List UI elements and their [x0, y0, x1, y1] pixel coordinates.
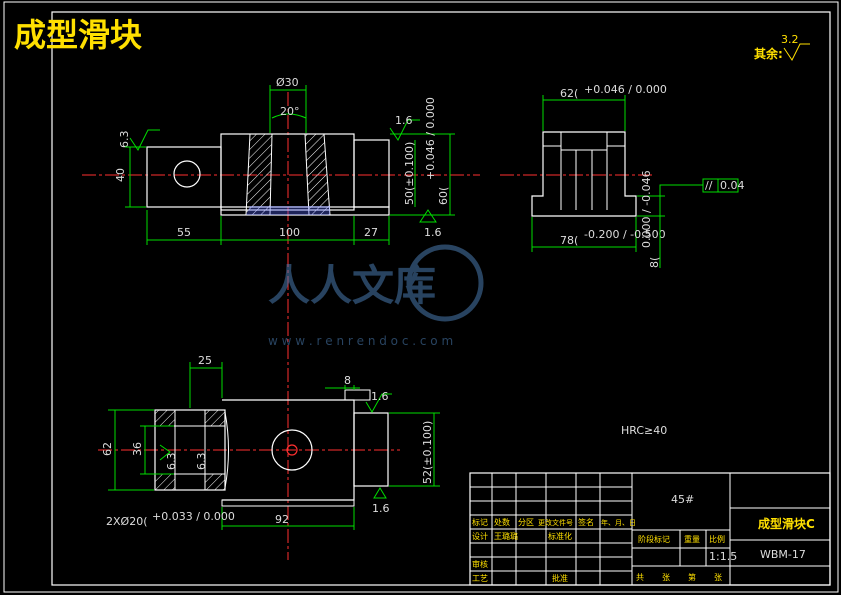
tb-scale-value: 1:1.5	[709, 550, 737, 563]
tb-label-sheet: 张	[714, 573, 722, 582]
top-view: 25 8 1.6 1.6 6.3 6.3 62 36 52(±0.100)	[98, 354, 440, 530]
top-left-pocket	[174, 425, 206, 475]
top-left-block	[154, 409, 226, 491]
tb-designer: 王璐璐	[494, 531, 518, 541]
tb-label-change: 更改文件号	[538, 518, 573, 527]
front-hatch-right	[304, 133, 331, 216]
roughness-symbol-icon	[373, 487, 387, 499]
flatness-symbol-icon: //	[705, 179, 713, 192]
dim-dia-30: Ø30	[276, 76, 299, 89]
roughness-symbol-icon	[365, 393, 392, 413]
dim-25: 25	[198, 354, 212, 367]
drawing-number: WBM-17	[760, 548, 806, 561]
roughness-symbol-icon	[159, 444, 171, 461]
tb-label-process: 工艺	[472, 574, 488, 583]
drawing-title: 成型滑块	[14, 16, 142, 54]
front-right-arm	[353, 139, 390, 208]
top-hatch	[154, 409, 176, 427]
tb-label-scale: 比例	[709, 534, 725, 544]
dim-50: 50(±0.100)	[403, 142, 416, 205]
front-left-hole	[173, 160, 201, 188]
tb-label-total: 共	[636, 573, 644, 582]
remaining-value: 3.2	[781, 33, 799, 46]
dim-8-tol: 0.000 / -0.046	[640, 170, 653, 248]
material: 45#	[671, 493, 694, 506]
outer-frame	[3, 1, 839, 593]
dim-78-tol: -0.200 / -0.500	[584, 228, 666, 241]
inner-frame	[51, 11, 831, 586]
side-view: 62( +0.046 / 0.000 78( -0.200 / -0.500 8…	[500, 83, 745, 268]
dim-78: 78(	[560, 234, 578, 247]
dim-angle: 20°	[280, 105, 300, 118]
tb-label-zone: 分区	[518, 518, 534, 527]
watermark-circle-icon	[406, 244, 484, 322]
title-block: 45# 成型滑块C WBM-17 标记 处数 分区 更改文件号 签名 年、月、日…	[469, 472, 831, 586]
tb-label-sheets: 张	[662, 573, 670, 582]
tb-label-mark: 标记	[472, 517, 488, 527]
dim-62-top: 62	[101, 442, 114, 456]
rough-inner-left: 6.3	[165, 453, 178, 471]
dim-8-top: 8	[344, 374, 351, 387]
top-bottom-strip	[221, 499, 355, 507]
front-hatch-bottom	[246, 206, 330, 215]
dim-60-tol: +0.046 / 0.000	[424, 97, 437, 180]
tb-label-standardize: 标准化	[548, 531, 572, 541]
tb-label-sign: 签名	[578, 517, 594, 527]
tb-label-stage: 阶段标记	[638, 534, 670, 544]
top-right-arm	[353, 412, 389, 487]
top-main-hole	[271, 429, 313, 471]
watermark-url: w w w . r e n r e n d o c . c o m	[268, 334, 453, 348]
dim-92: 92	[275, 513, 289, 526]
dim-36: 36	[131, 442, 144, 456]
top-hatch	[204, 473, 226, 491]
top-curve	[224, 411, 229, 489]
tolerance-frame	[702, 178, 739, 193]
rough-top-view-top: 1.6	[371, 390, 389, 403]
dim-holes-tol: +0.033 / 0.000	[152, 510, 235, 523]
top-hatch	[154, 473, 176, 491]
tb-label-weight: 重量	[684, 534, 700, 544]
top-step	[344, 389, 371, 401]
roughness-symbol-icon	[783, 43, 810, 61]
dim-62-tol: +0.046 / 0.000	[584, 83, 667, 96]
rough-inner-right: 6.3	[195, 453, 208, 471]
flatness-value: 0.04	[720, 179, 745, 192]
dim-62: 62(	[560, 87, 578, 100]
front-hatch-left	[245, 133, 273, 216]
side-body-outline	[531, 131, 637, 217]
dim-40: 40	[114, 168, 127, 182]
rough-top-right: 1.6	[395, 114, 413, 127]
angle-arc	[271, 113, 307, 119]
dim-52: 52(±0.100)	[421, 421, 434, 484]
remaining-label: 其余:	[754, 46, 783, 61]
watermark: 人人文库 w w w . r e n r e n d o c . c o m	[268, 244, 484, 348]
rough-bottom-right: 1.6	[424, 226, 442, 239]
dim-holes: 2XØ20(	[106, 515, 147, 528]
dim-100: 100	[279, 226, 300, 239]
tb-label-design: 设计	[472, 531, 488, 541]
roughness-symbol-icon	[419, 209, 437, 223]
part-name: 成型滑块C	[758, 516, 815, 531]
tb-label-review: 审核	[472, 559, 488, 569]
front-view: Ø30 20° 6.3 40 1.6 1.6 50(±0.100) 60( +0…	[82, 76, 480, 560]
tb-label-count: 处数	[494, 517, 510, 527]
rough-top-view-bottom: 1.6	[372, 502, 390, 515]
top-main-hole-center	[286, 444, 298, 456]
roughness-symbol-icon	[129, 129, 160, 151]
dim-8: 8(	[648, 257, 661, 268]
tb-label-sheet-no: 第	[688, 572, 696, 582]
front-left-arm	[146, 146, 222, 208]
rough-left: 6.3	[118, 131, 131, 149]
dim-27: 27	[364, 226, 378, 239]
remaining-roughness: 其余: 3.2	[754, 33, 810, 61]
top-hatch	[204, 409, 226, 427]
tb-label-date: 年、月、日	[601, 518, 636, 527]
dim-55: 55	[177, 226, 191, 239]
hardness-note: HRC≥40	[621, 424, 667, 437]
leader-line	[659, 184, 703, 196]
dim-60: 60(	[437, 187, 450, 205]
front-base	[220, 206, 390, 216]
tb-label-approve: 批准	[552, 573, 568, 583]
